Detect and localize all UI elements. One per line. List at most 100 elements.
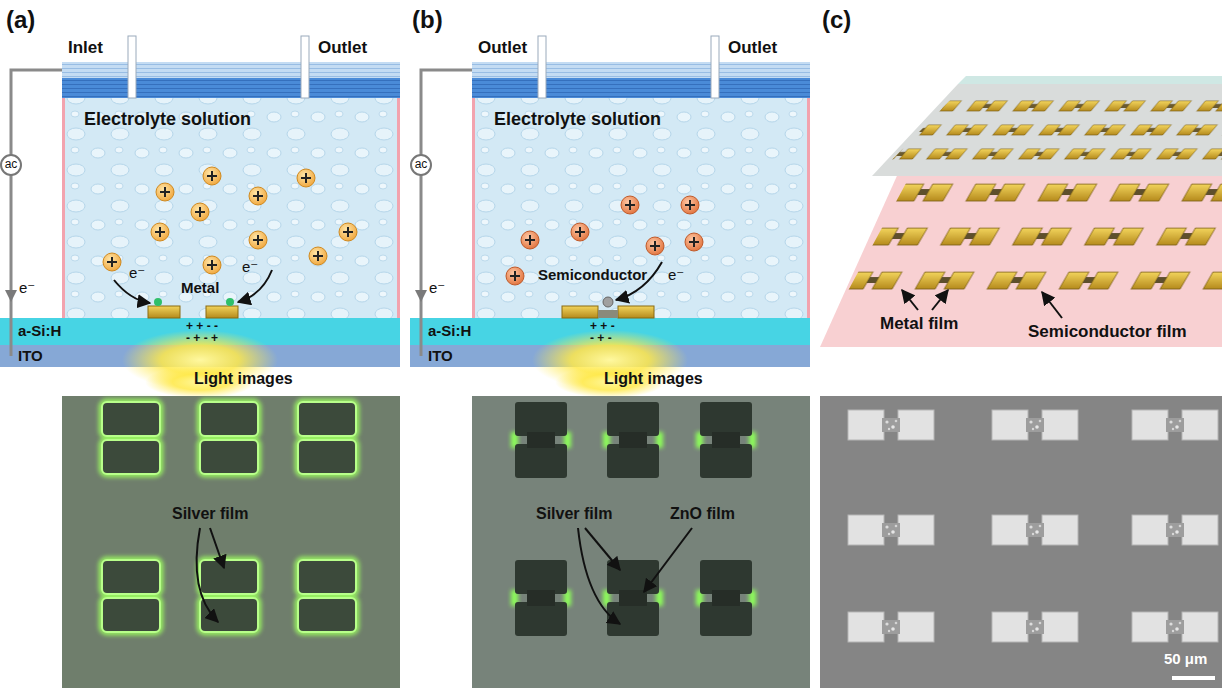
cation-group	[249, 187, 267, 205]
film-label: Metal film	[880, 314, 958, 334]
port-label: Outlet	[478, 38, 527, 58]
illustration	[603, 402, 663, 478]
illustration	[511, 402, 571, 478]
illustration	[102, 402, 160, 474]
cation-group	[309, 247, 327, 265]
metal-electrode	[562, 306, 598, 318]
illustration	[992, 410, 1078, 440]
electron-arrow	[114, 280, 150, 303]
layer-label: ITO	[18, 348, 43, 365]
layer-label: ITO	[428, 348, 453, 365]
ac-source-label: ac	[5, 158, 18, 172]
illustration	[848, 410, 934, 440]
illustration	[102, 560, 160, 632]
panel-letter: (b)	[412, 6, 443, 34]
electrolyte-chamber: Electrolyte solution	[62, 98, 400, 318]
cation-group	[156, 183, 174, 201]
illustration	[848, 612, 934, 642]
metal-deposit	[226, 298, 234, 306]
scale-bar-label: 50 μm	[1164, 650, 1207, 667]
cation-group	[681, 196, 699, 214]
metal-deposit	[154, 298, 162, 306]
illustration	[992, 515, 1078, 545]
port-label: Inlet	[68, 38, 103, 58]
sem-image	[820, 396, 1222, 688]
fluorescence-image	[62, 396, 400, 688]
cation-group	[191, 203, 209, 221]
cation-group	[297, 169, 315, 187]
device-array	[842, 172, 1222, 302]
electron-label: e⁻	[429, 279, 445, 296]
cation-group	[249, 231, 267, 249]
layer-label: a-Si:H	[18, 323, 61, 340]
illustration	[696, 560, 756, 636]
film-label: ZnO film	[670, 505, 735, 523]
cation-group	[103, 253, 121, 271]
metal-electrode	[206, 306, 238, 318]
illustration	[848, 515, 934, 545]
illustration	[298, 560, 356, 632]
layer-band: ITO	[0, 345, 400, 367]
leader-arrow	[644, 528, 692, 592]
substrate-plate	[872, 84, 1222, 176]
region-label: Electrolyte solution	[494, 110, 661, 130]
leader-arrow	[585, 528, 620, 570]
cell-b	[410, 36, 810, 367]
material-label: Metal	[181, 279, 219, 296]
leader-arrow	[197, 528, 218, 622]
illustration	[1132, 515, 1218, 545]
cation-group	[646, 237, 664, 255]
leader-arrow	[210, 528, 224, 568]
cation-group	[685, 233, 703, 251]
cation-group	[203, 167, 221, 185]
electron-label: e⁻	[242, 258, 258, 275]
port-label: Outlet	[318, 38, 367, 58]
charge-label: - + -	[590, 332, 612, 346]
film-label: Semiconductor film	[1028, 322, 1187, 342]
substrate-plate	[820, 158, 1222, 347]
port-label: Outlet	[728, 38, 777, 58]
ac-source-label: ac	[415, 158, 428, 172]
light-label: Light images	[194, 370, 293, 388]
leader-arrow	[1042, 292, 1062, 318]
leader-arrow	[932, 290, 948, 310]
electron-label: e⁻	[668, 266, 684, 283]
layer-band: ITO	[410, 345, 810, 367]
cell-a	[0, 36, 400, 367]
illustration	[511, 560, 571, 636]
layer-label: a-Si:H	[428, 323, 471, 340]
illustration	[200, 560, 258, 632]
scale-bar	[1172, 676, 1215, 680]
material-label: Semiconductor	[538, 266, 647, 283]
illustration	[992, 612, 1078, 642]
illustration	[696, 402, 756, 478]
cation-group	[339, 223, 357, 241]
illustration	[200, 402, 258, 474]
metal-electrode	[618, 306, 654, 318]
charge-label: - + - +	[186, 332, 218, 346]
metal-electrode	[148, 306, 180, 318]
illustration	[603, 560, 663, 636]
illustration	[298, 402, 356, 474]
illustration	[1132, 612, 1218, 642]
device-array	[884, 92, 1222, 168]
electron-label: e⁻	[19, 279, 35, 296]
cation-group	[103, 167, 357, 274]
illustration	[1132, 410, 1218, 440]
film-label: Silver film	[172, 505, 248, 523]
semiconductor-gap	[598, 310, 618, 318]
film-label: Silver film	[536, 505, 612, 523]
leader-arrow	[578, 528, 620, 624]
cation-group	[506, 196, 703, 285]
electrolyte-chamber: Electrolyte solution	[472, 98, 810, 318]
cation-group	[571, 223, 589, 241]
panel-letter: (a)	[6, 6, 35, 34]
cation-group	[621, 196, 639, 214]
region-label: Electrolyte solution	[84, 110, 251, 130]
plate-edge	[958, 76, 1222, 84]
cation-group	[203, 256, 221, 274]
leader-arrow	[902, 290, 918, 310]
panel-letter: (c)	[822, 6, 851, 34]
electron-label: e⁻	[129, 264, 145, 281]
